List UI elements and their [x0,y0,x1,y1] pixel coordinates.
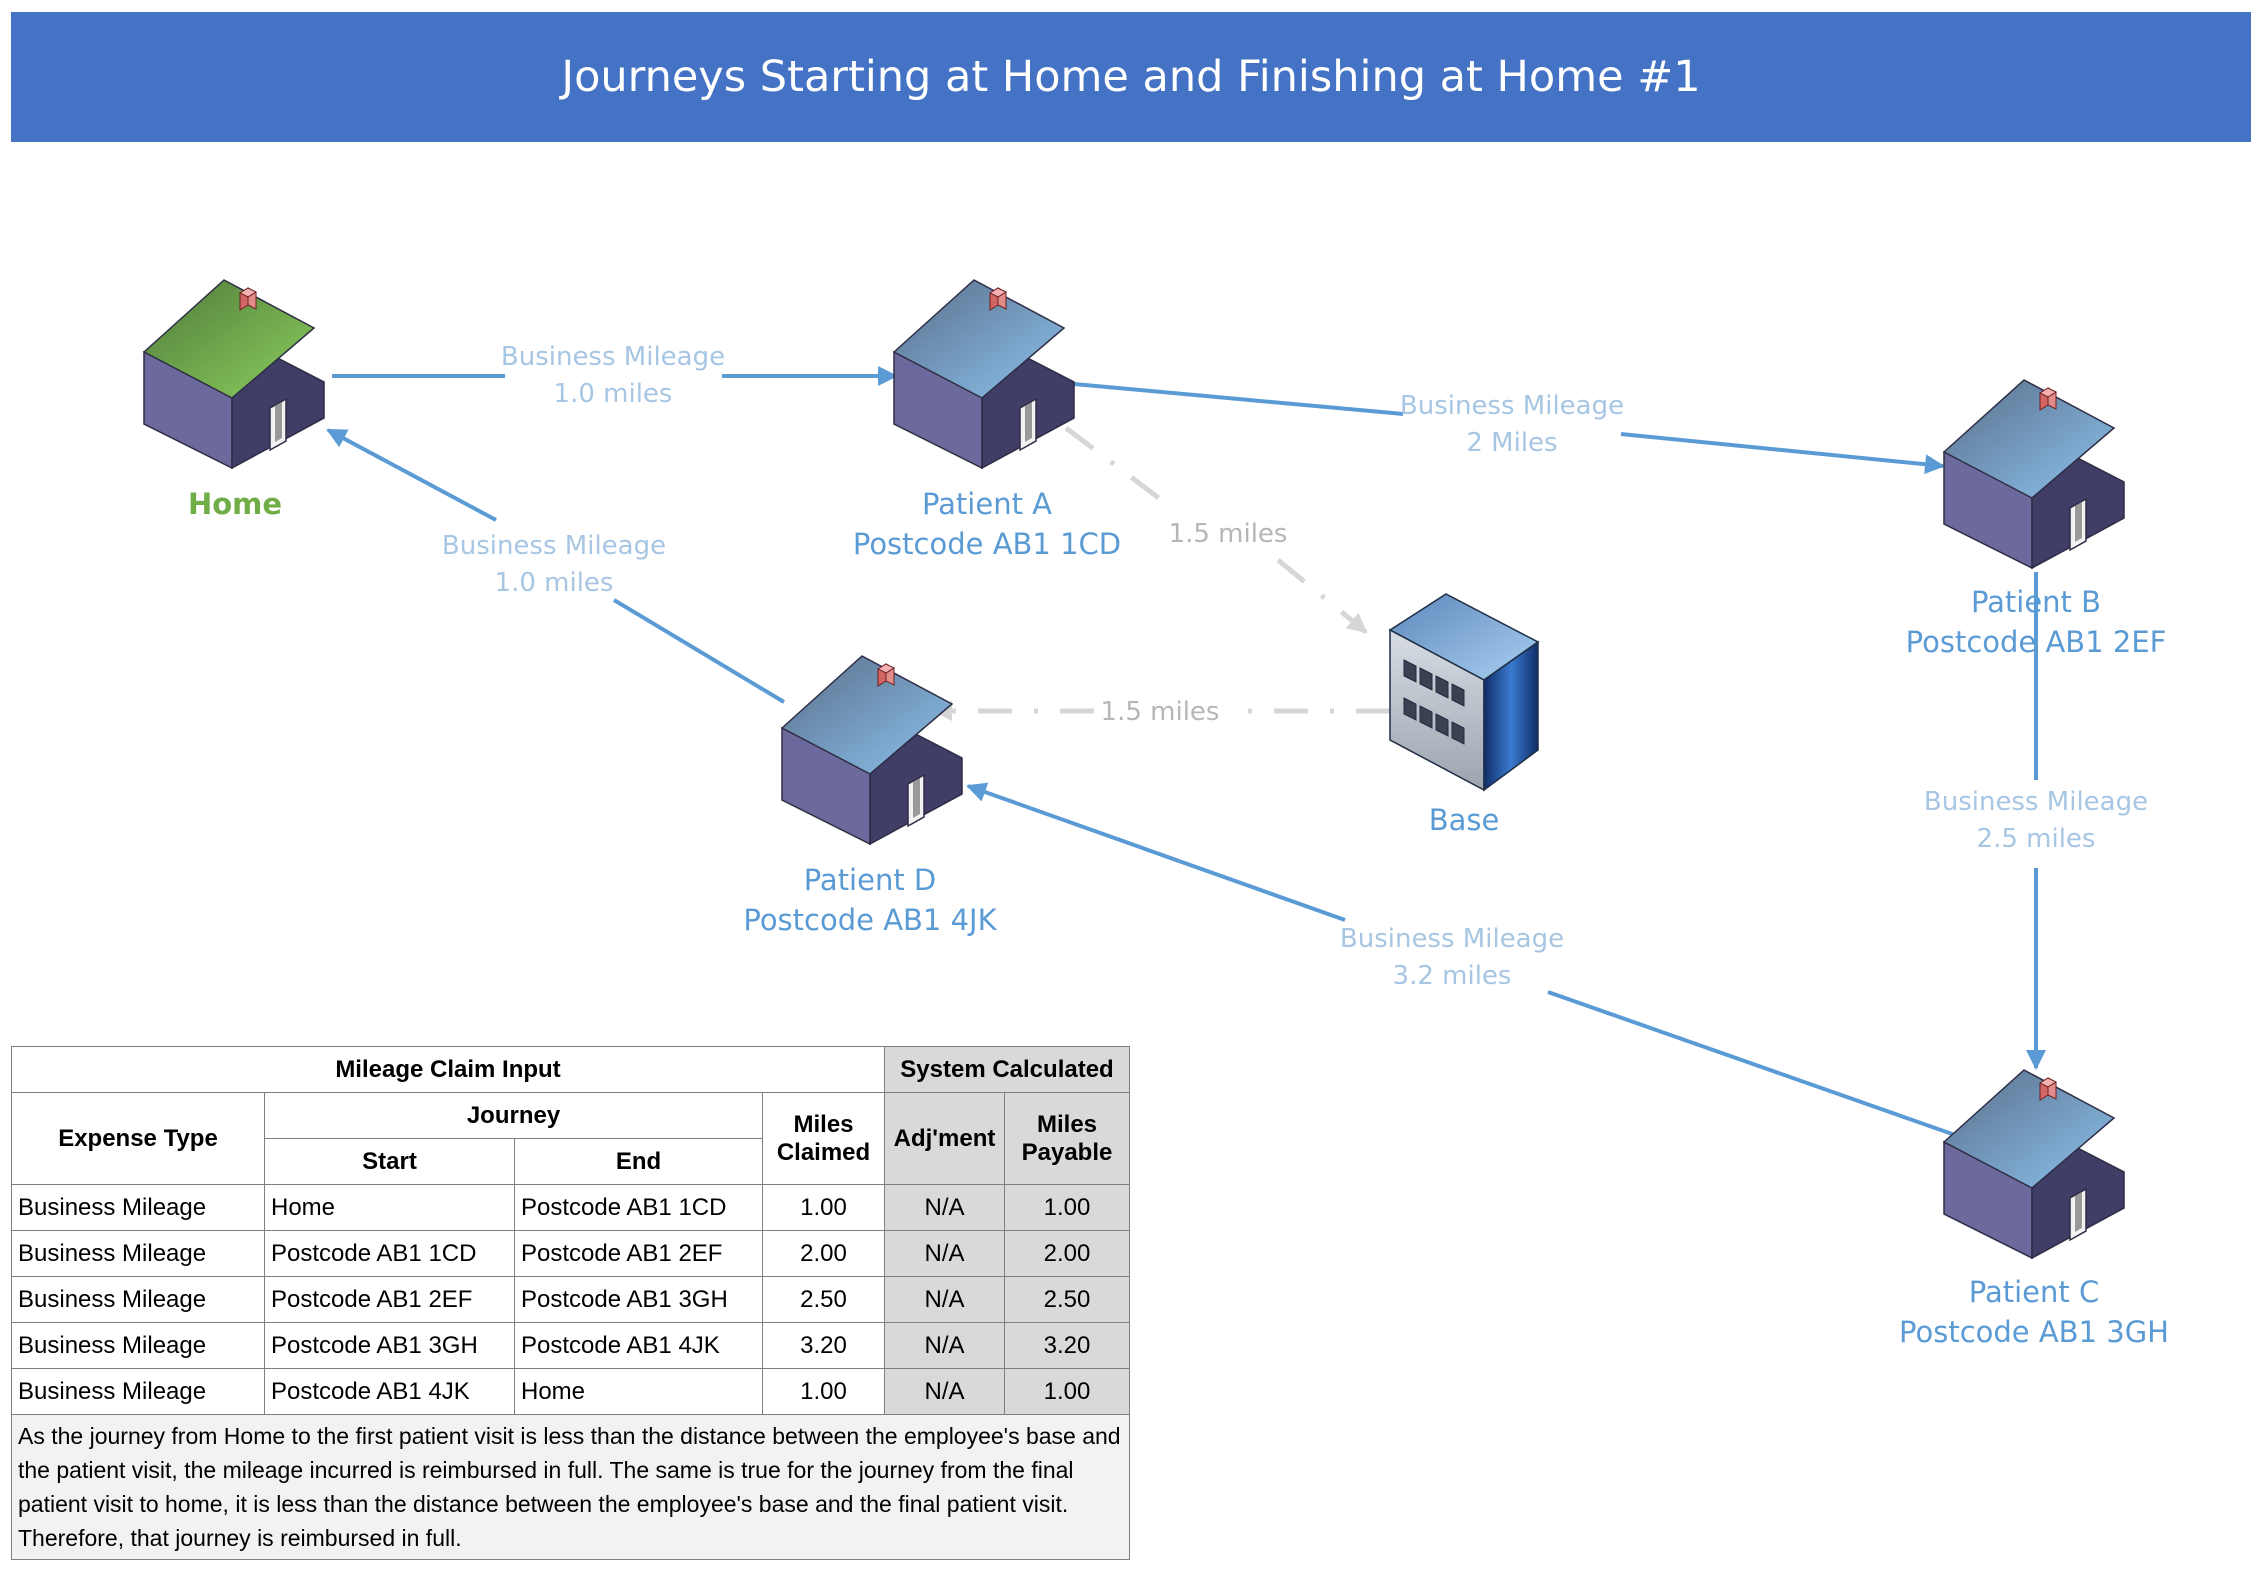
edge-label-miles: 2 Miles [1466,428,1557,458]
node-postcode: Postcode AB1 4JK [743,903,997,937]
cell-start: Postcode AB1 3GH [264,1322,515,1369]
node-postcode: Postcode AB1 3GH [1899,1315,2169,1349]
edge-label-miles: 3.2 miles [1393,961,1512,991]
column-header-end: End [514,1138,763,1185]
edge-base-to-patient-d: 1.5 miles [932,697,1390,727]
page-title: Journeys Starting at Home and Finishing … [561,52,1701,102]
mileage-claim-table: Mileage Claim Input System Calculated Ex… [11,1046,1130,1560]
cell-start: Postcode AB1 1CD [264,1230,515,1277]
table-row: Business Mileage Postcode AB1 2EF Postco… [11,1276,1130,1323]
cell-end: Postcode AB1 2EF [514,1230,763,1277]
cell-adjustment: N/A [884,1184,1005,1231]
cell-end: Postcode AB1 3GH [514,1276,763,1323]
cell-miles-payable: 2.50 [1004,1276,1130,1323]
cell-start: Postcode AB1 4JK [264,1368,515,1415]
header-line: Miles [793,1110,854,1138]
cell-miles-claimed: 1.00 [762,1368,885,1415]
cell-start: Home [264,1184,515,1231]
edge-patient-c-to-patient-d: Business Mileage 3.2 miles [966,782,1956,1137]
node-patient-c: Patient C Postcode AB1 3GH [1899,1069,2169,1349]
cell-expense-type: Business Mileage [11,1230,265,1277]
table-note-row: As the journey from Home to the first pa… [11,1414,1130,1560]
edge-home-to-patient-a: Business Mileage 1.0 miles [332,342,898,409]
cell-adjustment: N/A [884,1276,1005,1323]
cell-miles-payable: 1.00 [1004,1184,1130,1231]
cell-miles-claimed: 2.00 [762,1230,885,1277]
header-line: Miles [1036,1110,1098,1138]
cell-adjustment: N/A [884,1230,1005,1277]
node-patient-b: Patient B Postcode AB1 2EF [1906,379,2167,659]
cell-miles-payable: 3.20 [1004,1322,1130,1369]
cell-miles-claimed: 3.20 [762,1322,885,1369]
edge-patient-d-to-home: Business Mileage 1.0 miles [326,428,786,704]
house-green-icon [142,279,325,470]
table-header-row: Expense Type Journey Miles Claimed Adj'm… [11,1092,1130,1185]
node-name: Patient C [1969,1275,2099,1309]
column-header-journey: Journey [264,1092,763,1139]
edge-label-type: Business Mileage [1924,787,2148,817]
cell-start: Postcode AB1 2EF [264,1276,515,1323]
cell-miles-payable: 1.00 [1004,1368,1130,1415]
house-icon [1942,379,2125,570]
node-base: Base [1388,593,1540,837]
cell-adjustment: N/A [884,1368,1005,1415]
column-header-adjustment: Adj'ment [884,1092,1005,1185]
table-group-header-row: Mileage Claim Input System Calculated [11,1046,1130,1093]
edge-patient-a-to-patient-b: Business Mileage 2 Miles [1073,382,1945,475]
cell-end: Home [514,1368,763,1415]
edge-label-miles: 1.5 miles [1101,697,1220,727]
table-subheader-row: Start End [12,1138,1130,1185]
node-postcode: Postcode AB1 1CD [853,527,1121,561]
header-line: Claimed [776,1138,871,1166]
table-row: Business Mileage Postcode AB1 4JK Home 1… [11,1368,1130,1415]
edge-patient-a-to-base: 1.5 miles [1064,426,1368,634]
office-building-icon [1388,593,1540,792]
cell-expense-type: Business Mileage [11,1368,265,1415]
edge-label-miles: 1.0 miles [554,379,673,409]
table-row: Business Mileage Home Postcode AB1 1CD 1… [11,1184,1130,1231]
column-header-miles-payable: Miles Payable [1004,1092,1130,1185]
house-icon [780,655,963,846]
house-icon [892,279,1075,470]
node-name: Patient A [922,487,1052,521]
edge-label-type: Business Mileage [501,342,725,372]
title-banner: Journeys Starting at Home and Finishing … [11,12,2251,142]
cell-adjustment: N/A [884,1322,1005,1369]
node-patient-a: Patient A Postcode AB1 1CD [853,279,1121,561]
house-icon [1942,1069,2125,1260]
table-row: Business Mileage Postcode AB1 1CD Postco… [11,1230,1130,1277]
node-label: Base [1429,803,1500,837]
column-header-expense-type: Expense Type [11,1092,265,1185]
edge-label-type: Business Mileage [1400,391,1624,421]
explanation-note: As the journey from Home to the first pa… [11,1414,1130,1560]
column-header-start: Start [264,1138,515,1185]
node-postcode: Postcode AB1 2EF [1906,625,2167,659]
group-header-input: Mileage Claim Input [11,1046,885,1093]
cell-miles-claimed: 1.00 [762,1184,885,1231]
edge-patient-b-to-patient-c: Business Mileage 2.5 miles [1924,572,2148,1070]
edge-label-type: Business Mileage [442,531,666,561]
edge-label-miles: 1.5 miles [1169,519,1288,549]
node-home: Home [142,279,325,521]
cell-expense-type: Business Mileage [11,1276,265,1323]
node-name: Patient B [1971,585,2101,619]
edge-label-miles: 1.0 miles [495,568,614,598]
cell-end: Postcode AB1 4JK [514,1322,763,1369]
cell-miles-claimed: 2.50 [762,1276,885,1323]
table-row: Business Mileage Postcode AB1 3GH Postco… [11,1322,1130,1369]
cell-expense-type: Business Mileage [11,1322,265,1369]
cell-end: Postcode AB1 1CD [514,1184,763,1231]
header-line: Payable [1021,1138,1113,1166]
node-name: Patient D [804,863,937,897]
node-label: Home [188,487,282,521]
cell-miles-payable: 2.00 [1004,1230,1130,1277]
edge-label-type: Business Mileage [1340,924,1564,954]
cell-expense-type: Business Mileage [11,1184,265,1231]
column-header-miles-claimed: Miles Claimed [762,1092,885,1185]
node-patient-d: Patient D Postcode AB1 4JK [743,655,998,937]
group-header-system: System Calculated [884,1046,1130,1093]
edge-label-miles: 2.5 miles [1977,824,2096,854]
